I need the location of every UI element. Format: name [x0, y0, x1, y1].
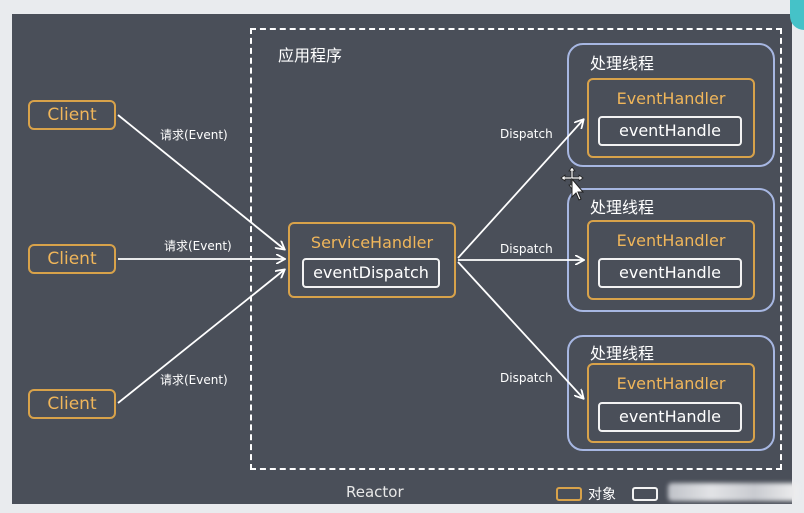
- request-label-1: 请求(Event): [160, 128, 228, 142]
- client-box-1: Client: [28, 100, 116, 130]
- thread-title-3: 处理线程: [590, 344, 655, 363]
- event-handler-title-1: EventHandler: [616, 89, 726, 108]
- move-cursor-icon: [560, 166, 585, 201]
- reactor-label: Reactor: [346, 483, 404, 501]
- processing-thread-1: [567, 43, 775, 167]
- window-edge-decoration: [790, 0, 804, 30]
- dispatch-arrow-1: [457, 120, 583, 259]
- event-handler-box-1: EventHandler: [587, 78, 755, 158]
- request-arrow-1: [117, 114, 284, 249]
- client-box-3: Client: [28, 389, 116, 419]
- processing-thread-2: [567, 188, 775, 312]
- event-handler-title-2: EventHandler: [616, 231, 726, 250]
- blurred-legend-text: [668, 483, 798, 501]
- event-handler-title-3: EventHandler: [616, 374, 726, 393]
- dispatch-label-2: Dispatch: [500, 242, 553, 256]
- legend-object-swatch: [556, 487, 582, 501]
- request-label-3: 请求(Event): [160, 373, 228, 387]
- event-handle-method-1: eventHandle: [598, 116, 742, 146]
- dispatch-label-1: Dispatch: [500, 127, 553, 141]
- event-handle-method-3: eventHandle: [598, 402, 742, 432]
- application-region: [250, 28, 782, 470]
- dispatch-label-3: Dispatch: [500, 371, 553, 385]
- event-handler-box-3: EventHandler: [587, 363, 755, 443]
- dispatch-arrow-3: [457, 261, 583, 398]
- service-handler-box: ServiceHandler: [288, 222, 456, 298]
- legend-object-label: 对象: [588, 487, 616, 503]
- request-arrow-3: [117, 270, 284, 404]
- event-handle-method-2: eventHandle: [598, 258, 742, 288]
- processing-thread-3: [567, 335, 775, 451]
- application-label: 应用程序: [278, 46, 343, 65]
- service-handler-title: ServiceHandler: [310, 233, 434, 252]
- thread-title-2: 处理线程: [590, 198, 655, 217]
- client-box-2: Client: [28, 244, 116, 274]
- request-label-2: 请求(Event): [164, 239, 232, 253]
- thread-title-1: 处理线程: [590, 54, 655, 73]
- event-handler-box-2: EventHandler: [587, 220, 755, 300]
- event-dispatch-method: eventDispatch: [302, 258, 440, 288]
- legend-method-swatch: [632, 487, 658, 501]
